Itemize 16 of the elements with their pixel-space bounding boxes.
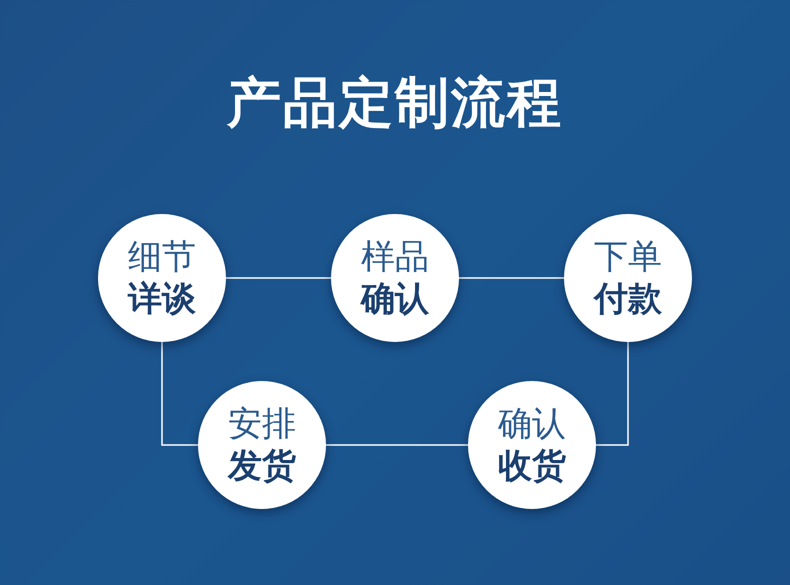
title: 产品定制流程 [227,69,563,136]
step-label-bold: 付款 [594,278,662,320]
connector-line [596,342,629,446]
step-label-bold: 发货 [228,445,296,487]
connector-line [326,444,468,446]
step-label: 样品 [361,236,429,278]
connector-line [161,342,198,446]
step-label: 细节 [128,236,196,278]
step-label: 下单 [594,236,662,278]
step-label: 安排 [228,403,296,445]
connector-line [226,277,331,279]
step-label-bold: 收货 [498,445,566,487]
connector-line [459,277,564,279]
step-label-bold: 确认 [361,278,429,320]
step-label: 确认 [498,403,566,445]
step-label-bold: 详谈 [128,278,196,320]
